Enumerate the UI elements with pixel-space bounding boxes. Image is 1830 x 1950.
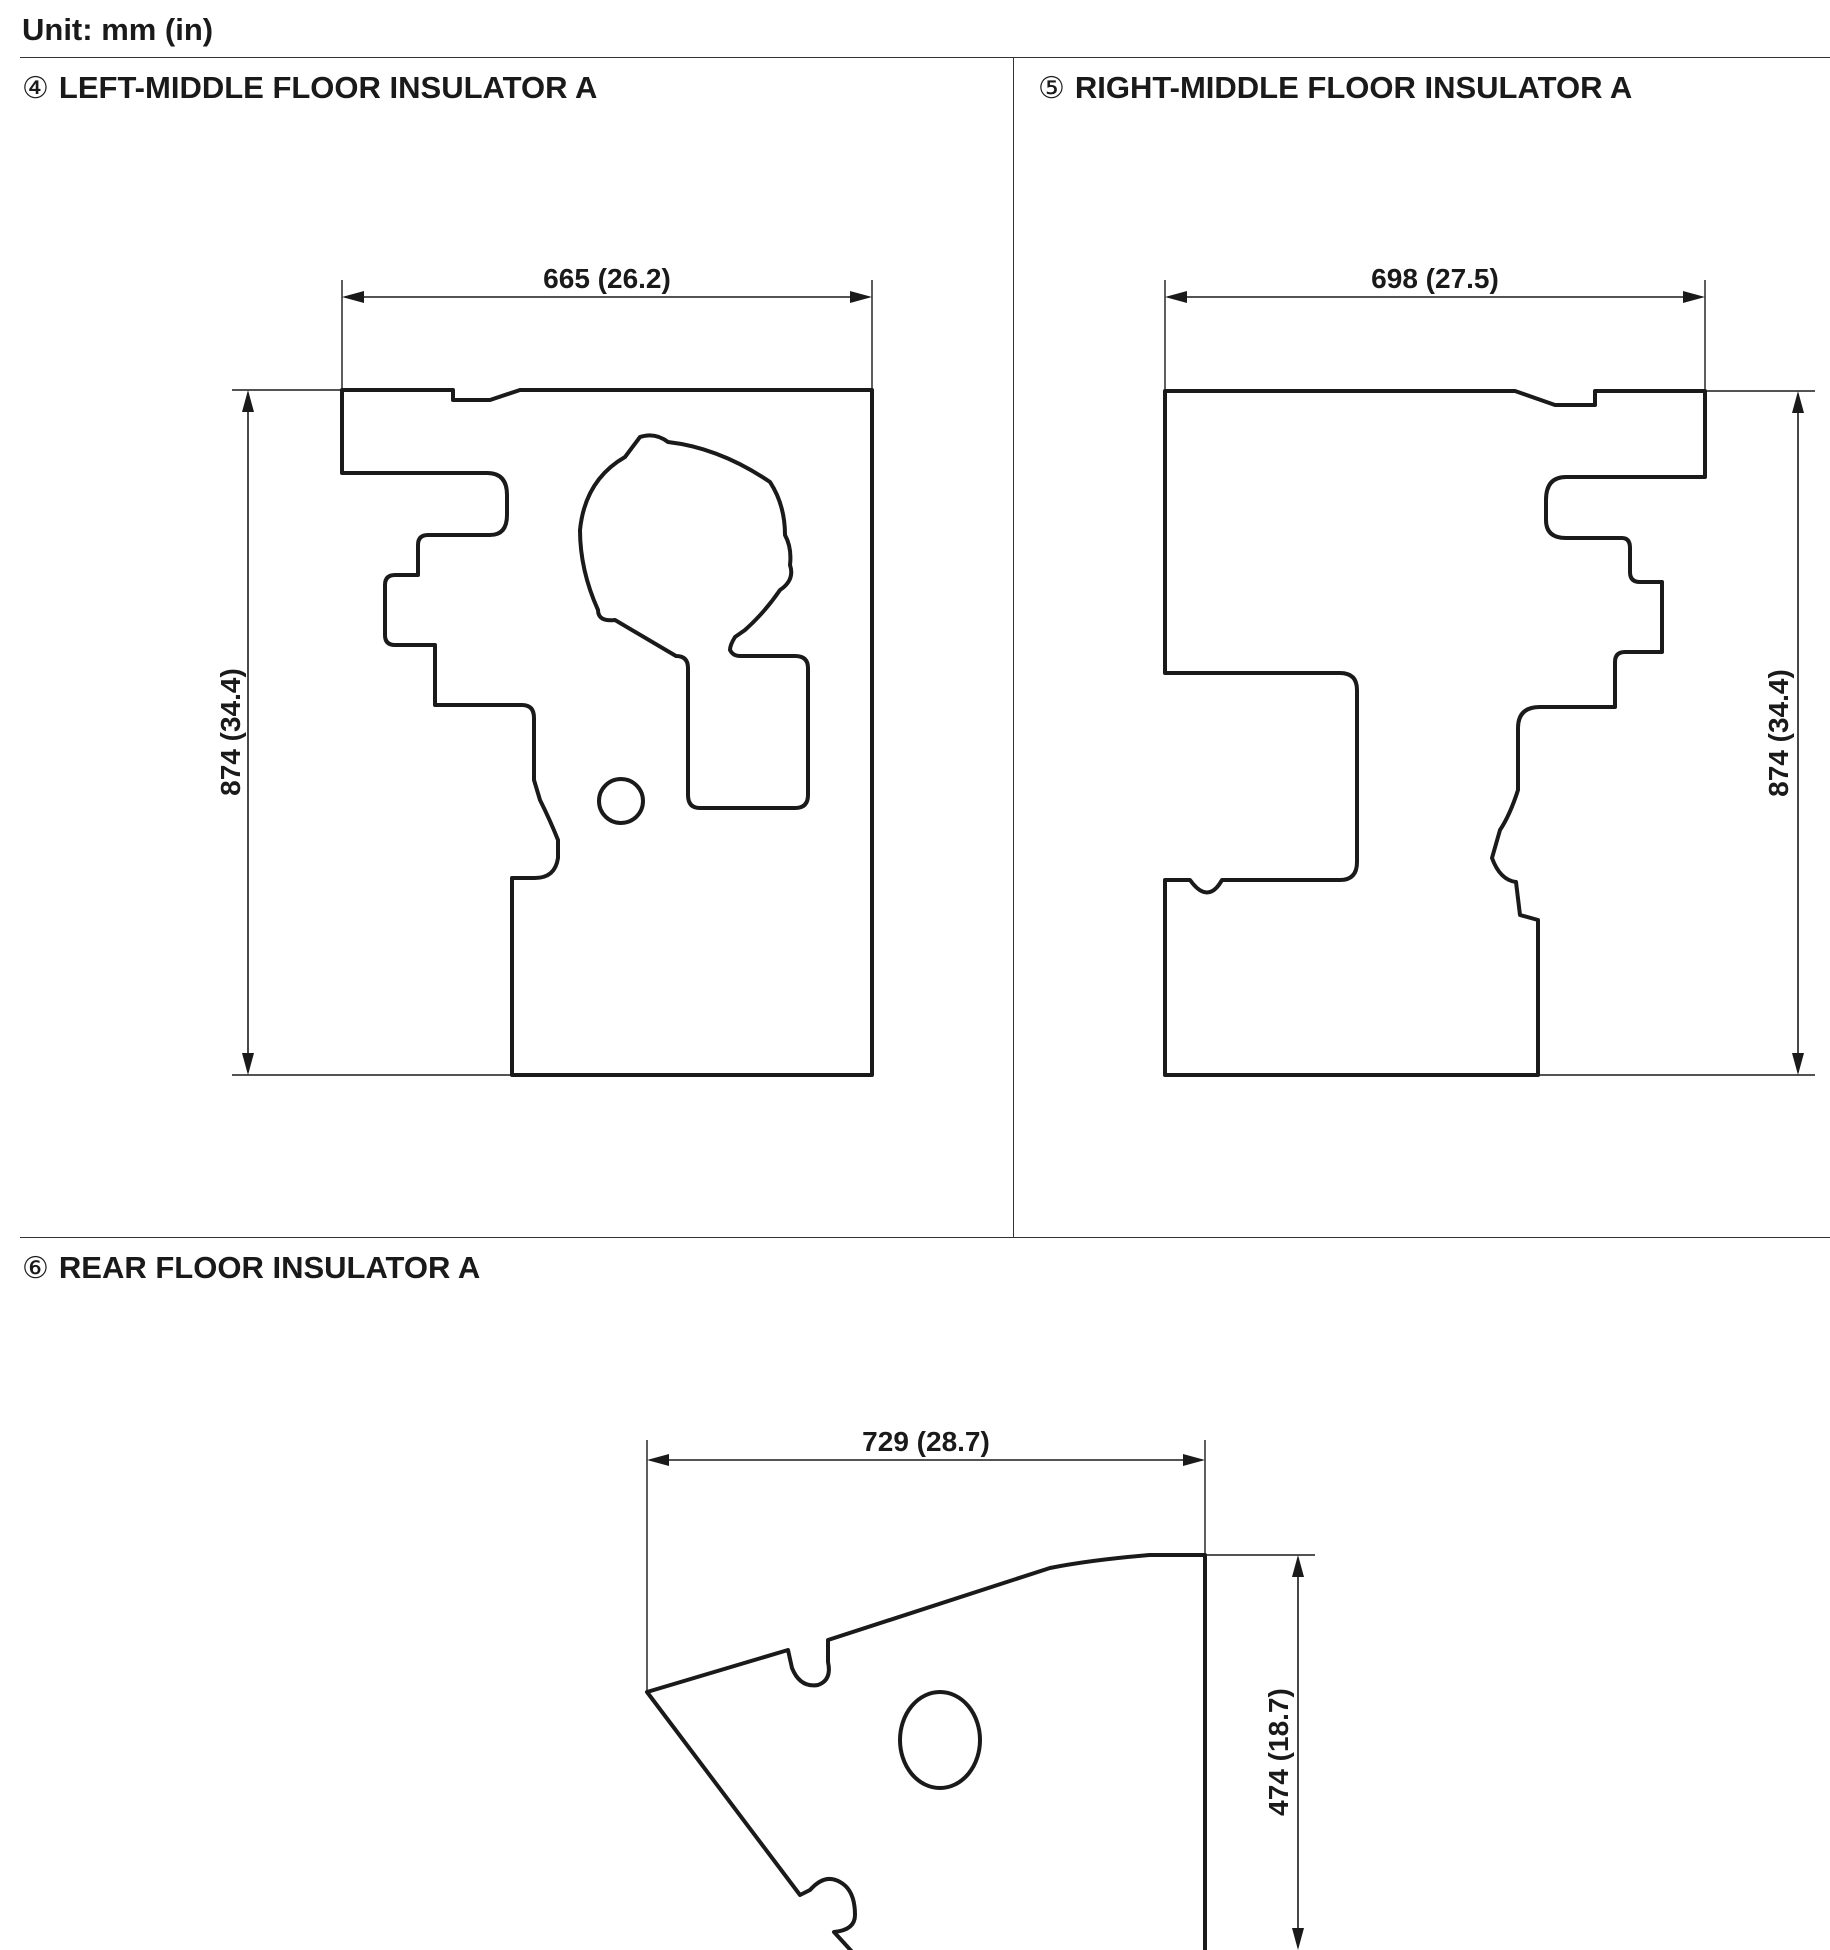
height-dimension-label: 874 (34.4) — [215, 668, 246, 796]
right-middle-insulator-drawing: 698 (27.5) 874 (34.4) — [1163, 263, 1815, 1077]
left-middle-insulator-drawing: 665 (26.2) 874 (34.4) — [215, 263, 874, 1077]
section-number: ⑤ — [1038, 72, 1065, 105]
section-title-text: REAR FLOOR INSULATOR A — [58, 1250, 481, 1285]
width-dimension-label: 665 (26.2) — [543, 263, 671, 294]
rear-insulator-drawing: 729 (28.7) 474 (18.7) — [645, 1426, 1315, 1950]
right-middle-insulator-outline — [1163, 389, 1707, 1077]
unit-label: Unit: mm (in) — [22, 12, 214, 47]
vertical-divider — [1013, 57, 1014, 1237]
rear-insulator-outline — [645, 1553, 1207, 1950]
section-title-text: LEFT-MIDDLE FLOOR INSULATOR A — [58, 70, 598, 105]
section-number: ④ — [22, 72, 49, 105]
section-title-text: RIGHT-MIDDLE FLOOR INSULATOR A — [1074, 70, 1633, 105]
width-dimension-label: 729 (28.7) — [862, 1426, 990, 1457]
section-title-left-middle: ④ LEFT-MIDDLE FLOOR INSULATOR A — [22, 70, 597, 106]
oval-hole — [898, 1690, 982, 1790]
section-number: ⑥ — [22, 1252, 49, 1285]
left-middle-insulator-outline — [340, 388, 874, 1077]
large-opening — [578, 433, 810, 810]
middle-divider — [20, 1237, 1830, 1238]
round-hole — [597, 777, 645, 825]
top-divider — [20, 57, 1830, 58]
height-dimension-label: 474 (18.7) — [1263, 1688, 1294, 1816]
section-title-right-middle: ⑤ RIGHT-MIDDLE FLOOR INSULATOR A — [1038, 70, 1632, 106]
width-dimension-label: 698 (27.5) — [1371, 263, 1499, 294]
height-dimension-label: 874 (34.4) — [1763, 669, 1794, 797]
section-title-rear: ⑥ REAR FLOOR INSULATOR A — [22, 1250, 480, 1286]
